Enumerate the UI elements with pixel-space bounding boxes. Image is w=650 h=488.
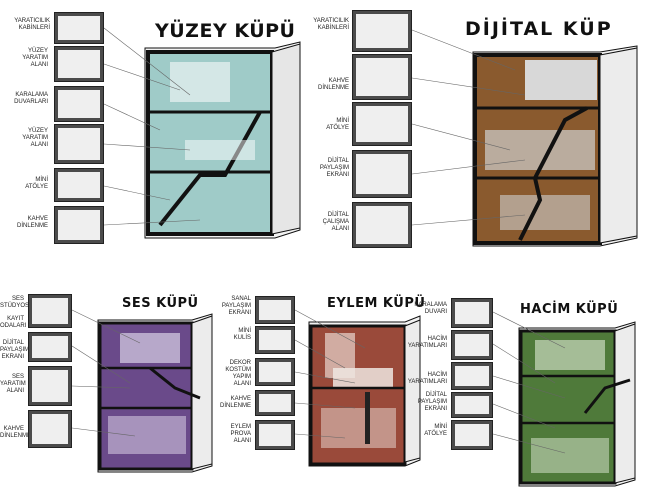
vignette-thumbnail (54, 46, 104, 82)
vignette-thumbnail (28, 294, 72, 328)
vignette-thumbnail (352, 202, 412, 248)
eylem-cube-panel: EYLEM KÜPÜ SANAL PAYLAŞIM EKRANI MİNİ KU… (215, 288, 435, 488)
label-yaraticilik-kabinleri: YARATICILIK KABİNLERİ (313, 18, 349, 31)
ses-cube-drawing (71, 309, 213, 473)
dijital-cube-drawing (411, 29, 638, 247)
hacim-cube-drawing (492, 311, 636, 487)
hacim-cube-title: HACİM KÜPÜ (520, 302, 619, 317)
label-ses-studyosu: SES STÜDYOSU (0, 296, 34, 309)
vignette-thumbnail (54, 12, 104, 44)
vignette-thumbnail (451, 362, 493, 390)
eylem-cube-drawing (294, 309, 421, 467)
label-kahve-dinlenme: KAHVE DİNLENME (16, 216, 48, 229)
vignette-thumbnail (54, 86, 104, 122)
vignette-thumbnail (451, 298, 493, 328)
label-kahve-dinlenme: KAHVE DİNLENME (219, 396, 251, 409)
vignette-thumbnail (28, 410, 72, 448)
vignette-thumbnail (255, 326, 295, 354)
label-hacim-yaratimlari-2: HACİM YARATIMLARI (407, 372, 447, 385)
ses-cube-title: SES KÜPÜ (122, 296, 199, 311)
vignette-thumbnail (28, 332, 72, 362)
hacim-cube-panel: HACİM KÜPÜ KARALAMA DUVARI HACİM YARATIM… (408, 288, 650, 488)
label-dijital-paylasim-ekrani: DİJİTAL PAYLAŞIM EKRANI (417, 392, 447, 412)
vignette-thumbnail (54, 206, 104, 244)
eylem-cube-title: EYLEM KÜPÜ (327, 296, 426, 311)
dijital-cube-panel: DİJİTAL KÜP YARATICILIK KABİNLERİ KAHVE … (313, 0, 650, 255)
label-mini-atolye: MİNİ ATÖLYE (25, 177, 48, 190)
label-yaraticilik-kabinleri: YARATICILIK KABİNLERİ (14, 18, 50, 31)
vignette-thumbnail (451, 420, 493, 450)
vignette-thumbnail (28, 366, 72, 406)
label-kayit-odalari: KAYIT ODALARI (0, 316, 27, 329)
label-dijital-calisma-alani: DİJİTAL ÇALIŞMA ALANI (322, 212, 349, 232)
label-yuzey-yaratim-alani-2: YÜZEY YARATIM ALANI (22, 128, 48, 148)
label-karalama-duvari: KARALAMA DUVARI (414, 302, 447, 315)
label-mini-kulis: MİNİ KULİS (233, 328, 251, 341)
label-kahve-dinlenme: KAHVE DİNLENME (317, 78, 349, 91)
label-mini-atolye: MİNİ ATÖLYE (424, 424, 447, 437)
vignette-thumbnail (255, 390, 295, 416)
label-dekor-kostum-yapim-alani: DEKOR KOSTÜM YAPIM ALANI (225, 360, 251, 387)
vignette-thumbnail (451, 330, 493, 360)
label-eylem-prova-alani: EYLEM PROVA ALANI (230, 424, 251, 444)
label-hacim-yaratimlari-1: HACİM YARATIMLARI (407, 336, 447, 349)
vignette-thumbnail (352, 54, 412, 100)
vignette-thumbnail (255, 420, 295, 450)
label-karalama-duvarlari: KARALAMA DUVARLARI (14, 92, 48, 105)
vignette-thumbnail (352, 10, 412, 52)
label-dijital-paylasim-ekrani: DİJİTAL PAYLAŞIM EKRANI (319, 158, 349, 178)
label-yuzey-yaratim-alani-1: YÜZEY YARATIM ALANI (22, 48, 48, 68)
label-mini-atolye: MİNİ ATÖLYE (326, 118, 349, 131)
vignette-thumbnail (352, 102, 412, 146)
yuzey-cube-title: YÜZEY KÜPÜ (155, 20, 296, 42)
vignette-thumbnail (255, 358, 295, 386)
dijital-cube-title: DİJİTAL KÜP (465, 18, 613, 40)
vignette-thumbnail (255, 296, 295, 324)
vignette-thumbnail (352, 150, 412, 198)
vignette-thumbnail (54, 124, 104, 164)
yuzey-cube-drawing (103, 27, 301, 239)
label-ses-yaratim-alani: SES YARATIM ALANI (0, 374, 26, 394)
label-dijital-paylasim-ekrani: DİJİTAL PAYLAŞIM EKRANI (0, 340, 30, 360)
yuzey-cube-panel: YÜZEY KÜPÜ YARATICILIK KABİNLERİ YÜZEY Y… (0, 0, 325, 255)
vignette-thumbnail (54, 168, 104, 202)
label-kahve-dinlenme: KAHVE DİNLENME (0, 426, 32, 439)
vignette-thumbnail (451, 392, 493, 418)
ses-cube-panel: SES KÜPÜ SES STÜDYOSU KAYIT ODALARI DİJİ… (0, 288, 215, 488)
label-sanal-paylasim-ekrani: SANAL PAYLAŞIM EKRANI (221, 296, 251, 316)
